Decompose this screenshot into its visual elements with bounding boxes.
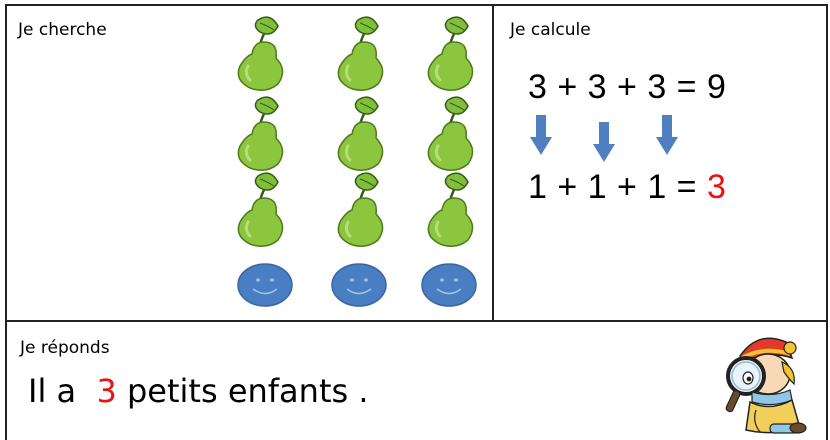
search-cell-label: Je cherche: [18, 20, 107, 40]
border-right: [826, 4, 828, 440]
compute-cell-label: Je calcule: [510, 20, 591, 40]
divider-vertical: [492, 4, 494, 321]
calculation-line-2: 1 + 1 + 1 = 3: [528, 168, 726, 207]
down-arrow-icon: [530, 115, 552, 155]
calculation-line-1: 3 + 3 + 3 = 9: [528, 68, 727, 106]
answer-suffix: petits enfants .: [116, 372, 369, 410]
down-arrow-icon: [656, 115, 678, 155]
calculation-line-2-prefix: 1 + 1 + 1 =: [528, 168, 707, 206]
answer-sentence: Il a 3 petits enfants .: [28, 372, 369, 410]
pear-icon: [427, 172, 474, 247]
pear-icon: [427, 16, 474, 91]
pear-icon: [427, 96, 474, 171]
down-arrow-icon: [593, 122, 615, 162]
pear-icon: [337, 96, 384, 171]
smiley-face-icon: [421, 263, 477, 307]
divider-horizontal: [5, 320, 827, 322]
pear-icon: [237, 16, 284, 91]
answer-number: 3: [96, 372, 117, 410]
answer-cell-label: Je réponds: [20, 338, 110, 358]
border-left: [5, 4, 7, 440]
pear-icon: [337, 16, 384, 91]
pear-icon: [237, 96, 284, 171]
pear-icon: [237, 172, 284, 247]
pear-icon: [337, 172, 384, 247]
child-with-magnifier-icon: [725, 337, 807, 434]
border-top: [5, 4, 827, 6]
answer-prefix: Il a: [28, 372, 87, 410]
calculation-result: 3: [706, 168, 727, 206]
smiley-face-icon: [331, 263, 387, 307]
smiley-face-icon: [237, 263, 293, 307]
